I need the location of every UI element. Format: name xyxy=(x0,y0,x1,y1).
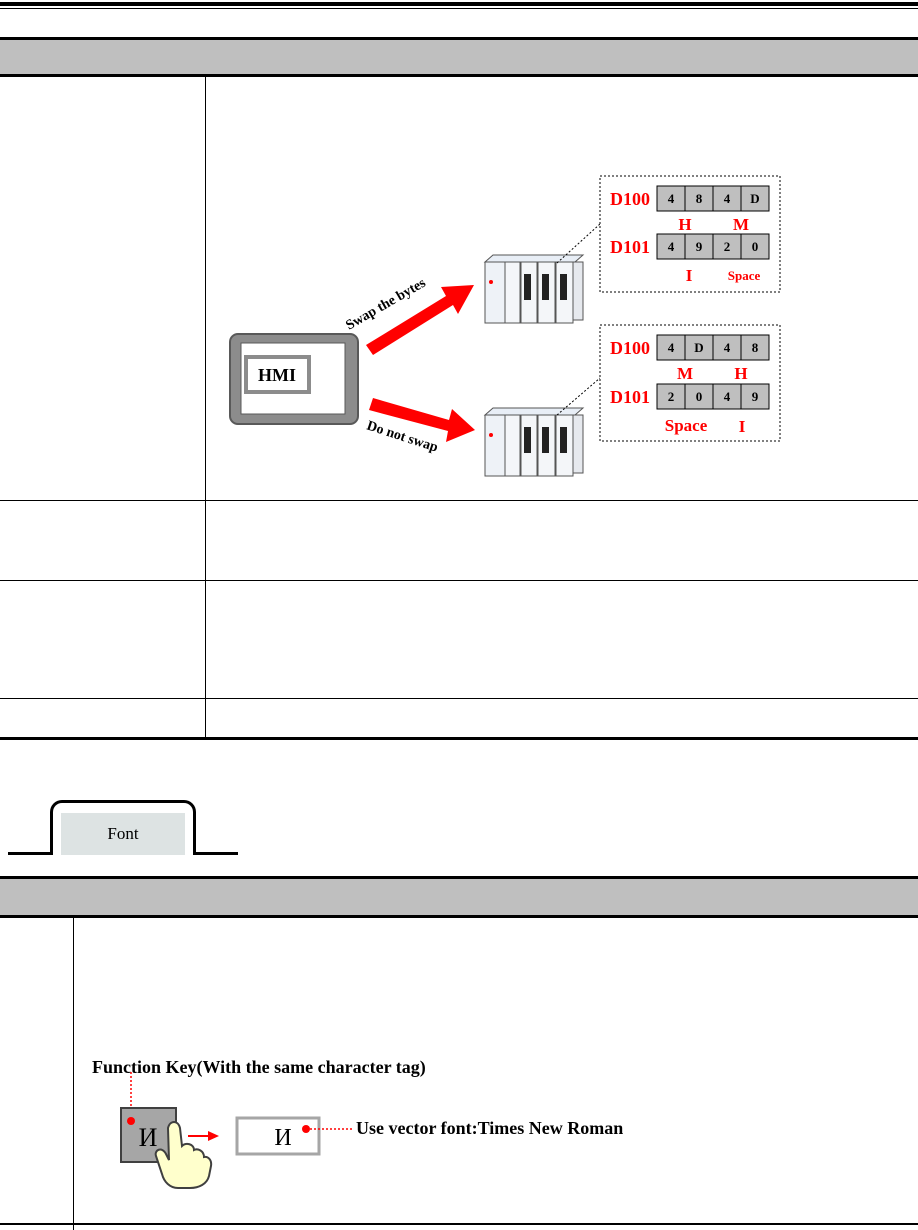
unswapped-register-panel: D100 4 D 4 8 M H D101 2 0 4 9 Space I xyxy=(600,325,780,441)
char-label: H xyxy=(734,364,747,383)
byte-cell: 4 xyxy=(668,191,675,206)
byte-swap-diagram: HMI Swap the bytes Do not swap xyxy=(0,0,918,500)
byte-cell: 4 xyxy=(668,340,675,355)
plc-device-top xyxy=(485,224,600,323)
tab-baseline xyxy=(194,852,238,855)
register-d100: D100 xyxy=(610,338,650,358)
plc-device-bottom xyxy=(485,378,600,476)
noswap-arrow: Do not swap xyxy=(365,398,475,456)
char-label: H xyxy=(678,215,691,234)
byte-cell: 9 xyxy=(696,239,703,254)
char-label: Space xyxy=(665,416,708,435)
byte-cell: 8 xyxy=(752,340,759,355)
row-divider xyxy=(0,500,918,501)
char-label: M xyxy=(733,215,749,234)
font-key-diagram: И И xyxy=(0,1070,400,1200)
byte-cell: 0 xyxy=(752,239,759,254)
row-divider xyxy=(0,580,918,581)
register-d101: D101 xyxy=(610,387,650,407)
byte-cell: 0 xyxy=(696,389,703,404)
tab-font-label: Font xyxy=(61,813,185,855)
byte-cell: D xyxy=(694,340,703,355)
char-label: I xyxy=(739,417,746,436)
tab-outline: Font xyxy=(50,800,196,855)
table-bottom-rule xyxy=(0,1223,918,1225)
table-header xyxy=(0,876,918,918)
byte-cell: 8 xyxy=(696,191,703,206)
byte-cell: D xyxy=(750,191,759,206)
hmi-device: HMI xyxy=(230,334,358,424)
register-d101: D101 xyxy=(610,237,650,257)
swapped-register-panel: D100 4 8 4 D H M D101 4 9 2 0 I Space xyxy=(600,176,780,292)
swap-arrow: Swap the bytes xyxy=(344,275,475,355)
byte-cell: 2 xyxy=(668,389,675,404)
byte-cell: 4 xyxy=(724,340,731,355)
hmi-label: HMI xyxy=(258,365,296,385)
char-label: M xyxy=(677,364,693,383)
char-label: Space xyxy=(728,268,761,283)
function-key-char: И xyxy=(139,1123,158,1152)
byte-cell: 4 xyxy=(668,239,675,254)
byte-cell: 4 xyxy=(724,389,731,404)
table-bottom-rule xyxy=(0,737,918,740)
byte-cell: 9 xyxy=(752,389,759,404)
row-divider xyxy=(0,698,918,699)
char-label: I xyxy=(686,266,693,285)
byte-cell: 2 xyxy=(724,239,731,254)
tab-font[interactable]: Font xyxy=(8,800,238,858)
register-d100: D100 xyxy=(610,189,650,209)
rendered-key-char: И xyxy=(274,1125,291,1151)
byte-cell: 4 xyxy=(724,191,731,206)
tab-baseline xyxy=(8,852,52,855)
